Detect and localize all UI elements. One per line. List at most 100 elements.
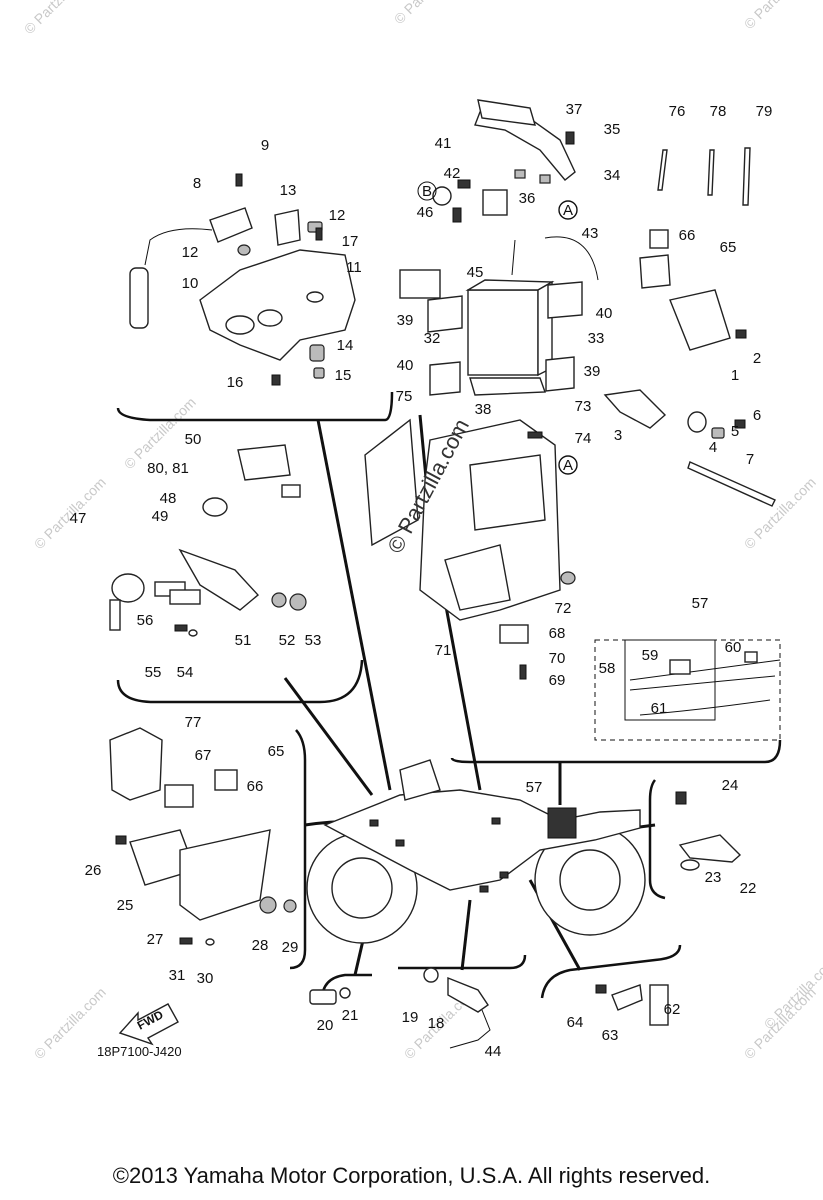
callout-46: 46 bbox=[417, 204, 434, 221]
fwd-arrow: FWD bbox=[118, 1003, 179, 1046]
callout-43: 43 bbox=[582, 225, 599, 242]
callout-38: 38 bbox=[475, 401, 492, 418]
callout-73: 73 bbox=[575, 398, 592, 415]
callout-36: 36 bbox=[519, 190, 536, 207]
copyright-notice: ©2013 Yamaha Motor Corporation, U.S.A. A… bbox=[112, 1163, 711, 1188]
callout-11: 11 bbox=[346, 259, 362, 276]
callout-23: 23 bbox=[705, 869, 722, 886]
callout-68: 68 bbox=[549, 625, 566, 642]
callout-66: 66 bbox=[247, 778, 264, 795]
regulator-group bbox=[109, 727, 297, 946]
callout-44: 44 bbox=[485, 1043, 502, 1060]
callout-48: 48 bbox=[160, 490, 177, 507]
callout-70: 70 bbox=[549, 650, 566, 667]
ref-marker-a: A bbox=[563, 202, 573, 219]
watermark: © Partzilla.com bbox=[741, 0, 819, 32]
callout-66: 66 bbox=[679, 227, 696, 244]
callout-31: 31 bbox=[169, 967, 186, 984]
callout-20: 20 bbox=[317, 1017, 334, 1034]
callout-41: 41 bbox=[435, 135, 452, 152]
callout-32: 32 bbox=[424, 330, 441, 347]
callout-47: 47 bbox=[70, 510, 87, 527]
callout-51: 51 bbox=[235, 632, 252, 649]
callout-28: 28 bbox=[252, 937, 269, 954]
callout-49: 49 bbox=[152, 508, 169, 525]
harness-inset bbox=[594, 639, 781, 741]
callout-26: 26 bbox=[85, 862, 102, 879]
callout-40: 40 bbox=[397, 357, 414, 374]
callout-67: 67 bbox=[195, 747, 212, 764]
callout-10: 10 bbox=[182, 275, 199, 292]
callout-30: 30 bbox=[197, 970, 214, 987]
callout-54: 54 bbox=[177, 664, 194, 681]
callout-65: 65 bbox=[268, 743, 285, 760]
callout-71: 71 bbox=[435, 642, 452, 659]
callout-72: 72 bbox=[555, 600, 572, 617]
callout-25: 25 bbox=[117, 897, 134, 914]
callout-7: 7 bbox=[746, 451, 754, 468]
callout-39: 39 bbox=[584, 363, 601, 380]
callout-63: 63 bbox=[602, 1027, 619, 1044]
callout-59: 59 bbox=[642, 647, 659, 664]
callout-14: 14 bbox=[337, 337, 354, 354]
callout-12: 12 bbox=[329, 207, 346, 224]
key-switch-group bbox=[109, 444, 307, 637]
callout-56: 56 bbox=[137, 612, 154, 629]
callout-75: 75 bbox=[396, 388, 413, 405]
callout-9: 9 bbox=[261, 137, 269, 154]
callout-27: 27 bbox=[147, 931, 164, 948]
battery-box-group bbox=[364, 418, 576, 680]
drawing-code: 18P7100-J420 bbox=[97, 1044, 182, 1059]
callout-6: 6 bbox=[753, 407, 761, 424]
watermark: © Partzilla.com bbox=[741, 474, 819, 552]
callout-33: 33 bbox=[588, 330, 605, 347]
atv-vehicle bbox=[306, 759, 646, 944]
callout-52: 52 bbox=[279, 632, 296, 649]
battery-group bbox=[399, 99, 599, 475]
ref-marker-a: A bbox=[563, 457, 573, 474]
callout-58: 58 bbox=[599, 660, 616, 677]
callout-62: 62 bbox=[664, 1001, 681, 1018]
coil-bracket-group bbox=[129, 173, 356, 386]
callout-1: 1 bbox=[731, 367, 739, 384]
reference-markers: B A A bbox=[417, 181, 578, 475]
callout-4: 4 bbox=[709, 439, 717, 456]
callout-77: 77 bbox=[185, 714, 202, 731]
callout-53: 53 bbox=[305, 632, 322, 649]
callout-17: 17 bbox=[342, 233, 359, 250]
callout-2: 2 bbox=[753, 350, 761, 367]
callout-34: 34 bbox=[604, 167, 621, 184]
callout-80-81: 80, 81 bbox=[147, 460, 189, 477]
watermarks: © Partzilla.com © Partzilla.com © Partzi… bbox=[21, 0, 823, 1062]
callout-24: 24 bbox=[722, 777, 739, 794]
ecu-group bbox=[603, 147, 776, 507]
sensor-groups bbox=[309, 791, 742, 1049]
callout-16: 16 bbox=[227, 374, 244, 391]
callout-76: 76 bbox=[669, 103, 686, 120]
callout-18: 18 bbox=[428, 1015, 445, 1032]
callout-35: 35 bbox=[604, 121, 621, 138]
callout-40: 40 bbox=[596, 305, 613, 322]
callout-22: 22 bbox=[740, 880, 757, 897]
callout-numbers: 1234567891011121213141516171819202122232… bbox=[70, 101, 773, 1060]
watermark: © Partzilla.com bbox=[391, 0, 469, 27]
callout-79: 79 bbox=[756, 103, 773, 120]
ref-marker-b: B bbox=[422, 183, 432, 200]
callout-5: 5 bbox=[731, 423, 739, 440]
callout-15: 15 bbox=[335, 367, 352, 384]
callout-55: 55 bbox=[145, 664, 162, 681]
callout-42: 42 bbox=[444, 165, 461, 182]
callout-3: 3 bbox=[614, 427, 622, 444]
callout-21: 21 bbox=[342, 1007, 359, 1024]
callout-57: 57 bbox=[692, 595, 709, 612]
callout-65: 65 bbox=[720, 239, 737, 256]
callout-69: 69 bbox=[549, 672, 566, 689]
callout-39: 39 bbox=[397, 312, 414, 329]
callout-74: 74 bbox=[575, 430, 592, 447]
callout-19: 19 bbox=[402, 1009, 419, 1026]
watermark: © Partzilla.com bbox=[21, 0, 99, 37]
callout-61: 61 bbox=[651, 700, 668, 717]
callout-50: 50 bbox=[185, 431, 202, 448]
callout-29: 29 bbox=[282, 939, 299, 956]
